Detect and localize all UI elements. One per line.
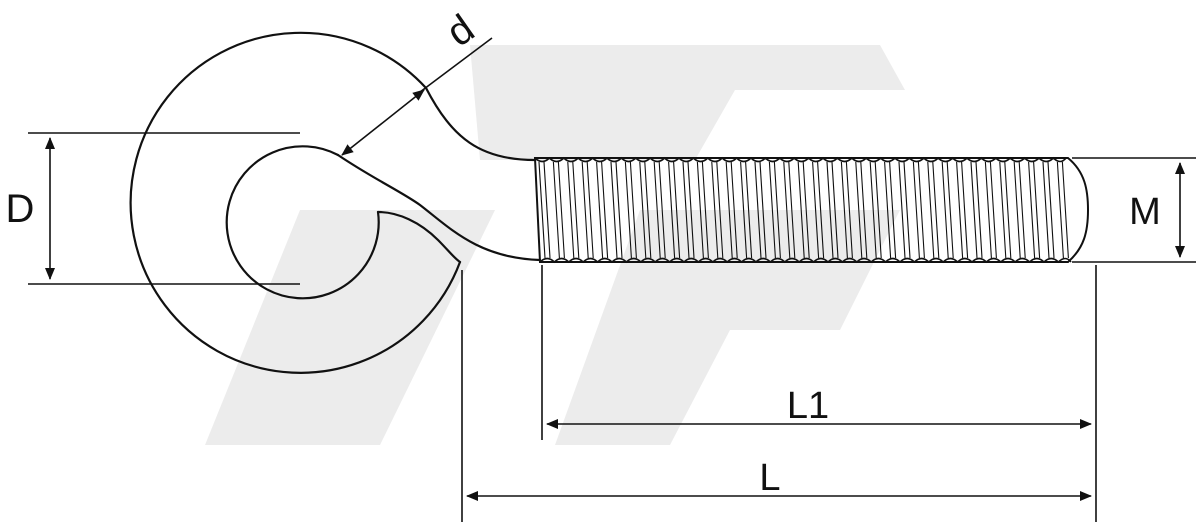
thread-root	[946, 161, 954, 259]
thread-flank	[668, 161, 676, 259]
thread-flank	[1056, 161, 1064, 259]
thread-root	[745, 161, 753, 259]
thread-root	[644, 161, 652, 259]
thread-root	[1047, 161, 1055, 259]
thread-flank	[696, 161, 704, 259]
thread-root	[543, 161, 551, 259]
thread-flank	[768, 161, 776, 259]
thread-root	[975, 161, 983, 259]
thread-flank	[711, 161, 719, 259]
thread-root	[788, 161, 796, 259]
thread-flank	[984, 161, 992, 259]
thread-root	[601, 161, 609, 259]
thread-flank	[855, 161, 863, 259]
thread-root	[889, 161, 897, 259]
thread-root	[860, 161, 868, 259]
thread-root	[1061, 161, 1069, 259]
thread-root	[730, 161, 738, 259]
thread-root	[817, 161, 825, 259]
thread-flank	[869, 161, 877, 259]
thread-root	[759, 161, 767, 259]
thread-flank	[826, 161, 834, 259]
thread-root	[557, 161, 565, 259]
thread-flank	[653, 161, 661, 259]
thread-flank	[898, 161, 906, 259]
thread-flank	[812, 161, 820, 259]
thread-flank	[1028, 161, 1036, 259]
thread-flank	[754, 161, 762, 259]
thread-root	[701, 161, 709, 259]
thread-flank	[783, 161, 791, 259]
thread-root	[989, 161, 997, 259]
thread-flank	[624, 161, 632, 259]
thread-flank	[682, 161, 690, 259]
thread-root	[1018, 161, 1026, 259]
thread-flank	[567, 161, 575, 259]
thread-root	[874, 161, 882, 259]
thread-flank	[797, 161, 805, 259]
watermark-logo	[205, 45, 905, 445]
thread-flank	[552, 161, 560, 259]
thread-root	[961, 161, 969, 259]
thread-root	[658, 161, 666, 259]
dimension-arrows	[45, 89, 1185, 501]
thread-root	[716, 161, 724, 259]
thread-flank	[912, 161, 920, 259]
thread-root	[673, 161, 681, 259]
thread-root	[615, 161, 623, 259]
thread-root	[845, 161, 853, 259]
hook-eye	[129, 31, 542, 374]
thread-root	[629, 161, 637, 259]
thread-root	[586, 161, 594, 259]
thread-flank	[610, 161, 618, 259]
thread-root	[917, 161, 925, 259]
thread-root	[802, 161, 810, 259]
thread-flank	[1042, 161, 1050, 259]
threaded-shank	[533, 156, 1090, 264]
thread-flank	[596, 161, 604, 259]
thread-root	[932, 161, 940, 259]
thread-flank	[941, 161, 949, 259]
dimension-labels: d D M L1 L	[6, 6, 1161, 499]
label-M: M	[1129, 191, 1161, 233]
thread-flank	[884, 161, 892, 259]
thread-flank	[639, 161, 647, 259]
thread-root	[572, 161, 580, 259]
thread-flank	[840, 161, 848, 259]
thread-flank	[927, 161, 935, 259]
thread-flank	[581, 161, 589, 259]
thread-root	[687, 161, 695, 259]
thread-flank	[1013, 161, 1021, 259]
thread-flank	[970, 161, 978, 259]
thread-root	[903, 161, 911, 259]
thread-flank	[999, 161, 1007, 259]
label-D: D	[6, 187, 35, 231]
extension-lines	[28, 37, 1196, 522]
label-L: L	[759, 457, 780, 499]
thread-root	[1004, 161, 1012, 259]
thread-flank	[725, 161, 733, 259]
thread-root	[773, 161, 781, 259]
thread-flank	[740, 161, 748, 259]
thread-flank	[956, 161, 964, 259]
label-L1: L1	[787, 385, 829, 427]
thread-root	[831, 161, 839, 259]
thread-flank	[538, 161, 546, 259]
dim-arrow-d	[341, 89, 425, 156]
thread-root	[1033, 161, 1041, 259]
